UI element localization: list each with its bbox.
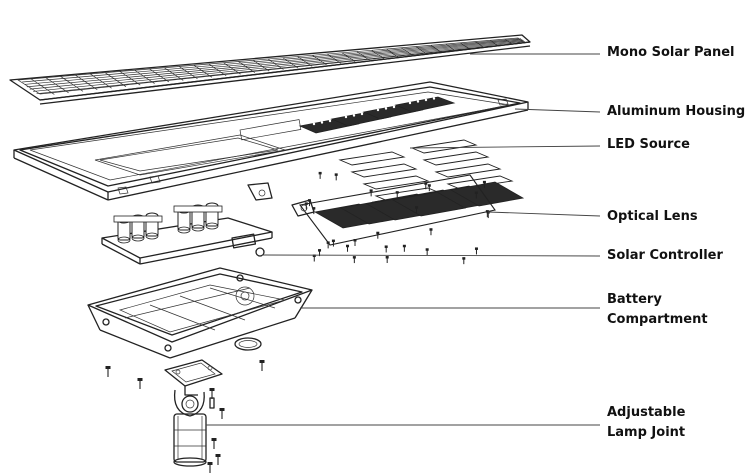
compartment-screws — [105, 360, 265, 473]
solar-panel — [9, 34, 531, 105]
aluminum-housing — [13, 81, 529, 201]
label-led-source: LED Source — [607, 137, 690, 152]
optical-lens-block — [299, 174, 525, 246]
mounting-bracket — [247, 182, 315, 217]
led-source-strips — [338, 139, 514, 202]
label-compartment: Compartment — [607, 312, 708, 327]
solar-controller-board — [101, 202, 273, 265]
label-lamp-joint: Lamp Joint — [607, 425, 686, 440]
lamp-joint — [164, 359, 223, 467]
label-adjustable: Adjustable — [607, 405, 686, 420]
label-battery: Battery — [607, 292, 662, 307]
screw-set — [304, 171, 490, 265]
label-aluminum-housing: Aluminum Housing — [607, 104, 746, 119]
label-solar-controller: Solar Controller — [607, 248, 723, 263]
leader-lines — [206, 53, 601, 426]
label-mono-solar-panel: Mono Solar Panel — [607, 45, 735, 60]
label-optical-lens: Optical Lens — [607, 209, 698, 224]
battery-compartment — [87, 267, 313, 359]
